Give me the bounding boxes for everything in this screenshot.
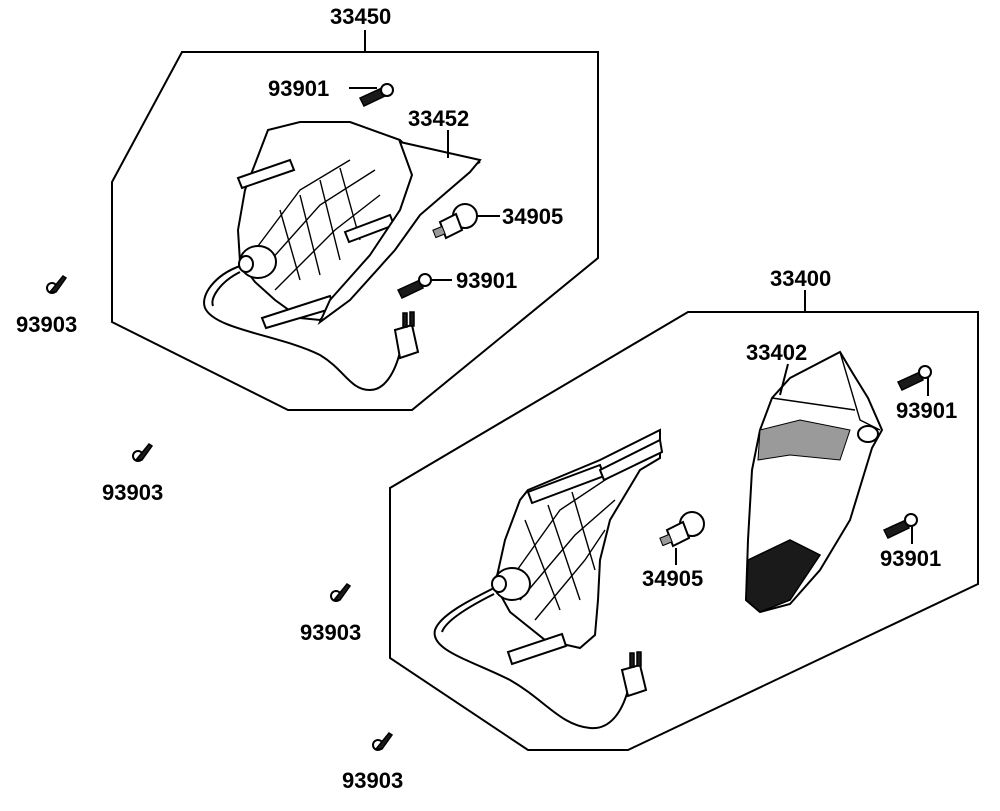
label-34905-right: 34905 bbox=[642, 566, 703, 591]
label-93901-left-mid: 93901 bbox=[456, 268, 517, 293]
label-93903-4: 93903 bbox=[342, 768, 403, 793]
right-assembly-frame bbox=[389, 311, 979, 751]
right-lamp-housing bbox=[433, 428, 664, 730]
outer-screw-2 bbox=[132, 442, 154, 462]
label-93903-1: 93903 bbox=[16, 312, 77, 337]
outer-screw-1 bbox=[46, 274, 68, 294]
right-lens bbox=[744, 350, 884, 614]
label-93901-right-bottom: 93901 bbox=[880, 546, 941, 571]
left-assembly-frame bbox=[111, 51, 599, 411]
label-93903-2: 93903 bbox=[102, 480, 163, 505]
screw-left-mid bbox=[396, 273, 452, 299]
label-93901-left-top: 93901 bbox=[268, 76, 329, 101]
screw-left-top bbox=[349, 83, 394, 107]
left-lamp-housing bbox=[203, 121, 482, 392]
leader-33402 bbox=[779, 363, 789, 396]
label-93903-3: 93903 bbox=[300, 620, 361, 645]
bulb-right bbox=[659, 511, 705, 565]
bulb-left bbox=[432, 203, 500, 240]
screw-right-top bbox=[896, 365, 932, 396]
label-33400: 33400 bbox=[770, 266, 831, 291]
label-33452: 33452 bbox=[408, 106, 469, 131]
label-34905-left: 34905 bbox=[502, 204, 563, 229]
label-33402: 33402 bbox=[746, 340, 807, 365]
label-33450: 33450 bbox=[330, 4, 391, 29]
outer-screw-4 bbox=[372, 731, 394, 751]
outer-screw-3 bbox=[330, 582, 352, 602]
screw-right-bottom bbox=[882, 513, 918, 544]
label-93901-right-top: 93901 bbox=[896, 398, 957, 423]
